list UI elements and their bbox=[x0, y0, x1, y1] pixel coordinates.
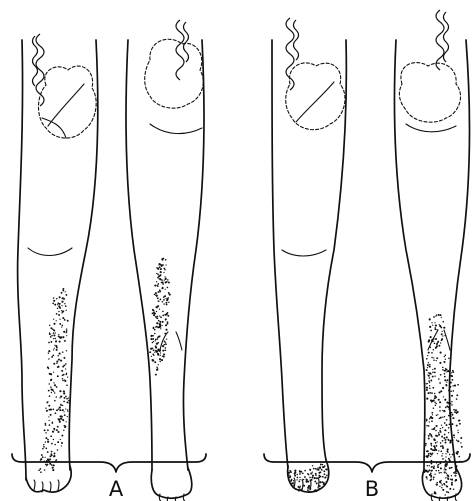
spine-segment bbox=[176, 20, 184, 80]
gluteal-fold bbox=[150, 124, 202, 134]
panel-b-back-leg bbox=[394, 10, 469, 501]
spine-segment bbox=[286, 18, 294, 90]
leg-outline bbox=[126, 40, 152, 470]
spine-segment bbox=[184, 22, 189, 62]
femur-head bbox=[48, 84, 84, 126]
spine-segment bbox=[436, 10, 444, 70]
sensory-loss-stipple bbox=[38, 288, 70, 473]
gluteal-fold bbox=[406, 124, 456, 132]
leg-outline bbox=[394, 40, 424, 470]
panel-a-front-leg bbox=[18, 34, 98, 492]
foot-outline bbox=[26, 466, 71, 492]
panel-a: A bbox=[12, 20, 206, 501]
panel-a-label: A bbox=[109, 477, 124, 501]
pelvis-outline bbox=[286, 63, 345, 130]
foot-outline bbox=[151, 468, 192, 498]
ankle-line bbox=[428, 330, 450, 350]
pelvis-outline bbox=[145, 39, 203, 108]
spine-segment bbox=[294, 20, 299, 60]
panel-b: B bbox=[264, 10, 470, 501]
knee-line bbox=[282, 250, 326, 256]
knee-line bbox=[28, 248, 72, 256]
femur-head bbox=[296, 82, 334, 122]
leg-outline bbox=[18, 40, 26, 480]
panel-b-label: B bbox=[365, 477, 379, 501]
panel-b-brace bbox=[264, 454, 470, 472]
spine-segment bbox=[444, 12, 449, 62]
leg-outline bbox=[272, 40, 288, 468]
sensory-loss-stipple bbox=[149, 258, 171, 376]
leg-outline bbox=[69, 40, 98, 470]
ankle-line bbox=[160, 332, 182, 350]
panel-b-front-leg bbox=[272, 18, 346, 493]
panel-a-back-leg bbox=[126, 20, 204, 501]
pelvis-outline bbox=[399, 63, 460, 123]
